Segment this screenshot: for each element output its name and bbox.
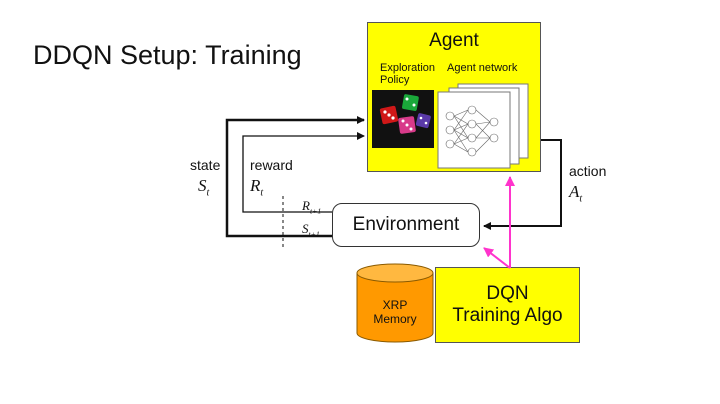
next-reward-letter: R [302,198,310,213]
agent-network-label: Agent network [447,62,518,74]
reward-label: reward [250,157,293,173]
state-arrow [225,116,365,238]
agent-network-image [437,83,529,169]
action-symbol-subscript: t [579,193,583,205]
memory-cylinder [356,263,434,343]
agent-label: Agent [429,30,479,51]
environment-box [332,203,480,247]
dice-image [372,90,434,148]
environment-label: Environment [352,214,460,235]
memory-label: XRP Memory [357,298,433,326]
action-arrow [483,139,562,230]
next-state-letter: S [302,221,309,236]
dqn-label-line2: Training Algo [452,305,563,326]
next-state-symbol: St+1 [302,221,320,239]
action-label: action [569,163,607,179]
die-purple [415,113,431,129]
exploration-policy-label: Exploration Policy [380,62,436,86]
reward-arrow [242,132,365,213]
memory-label-line1: XRP [382,298,408,312]
reward-symbol-letter: R [250,176,261,195]
next-reward-subscript: t+1 [309,206,322,216]
next-reward-symbol: Rt+1 [302,198,321,216]
state-symbol: St [198,176,209,198]
die-pink [398,116,416,134]
dqn-training-box [435,267,580,343]
die-red [379,105,399,125]
memory-label-line2: Memory [373,312,417,326]
state-symbol-subscript: t [206,187,210,199]
next-state-subscript: t+1 [308,229,320,239]
reward-symbol-subscript: t [260,187,264,199]
dqn-training-label: DQN Training Algo [435,283,580,327]
training-to-environment-arrow [483,247,511,269]
action-symbol: At [569,182,582,204]
page-title: DDQN Setup: Training [33,40,302,70]
state-symbol-letter: S [198,176,207,195]
state-label: state [190,157,221,173]
action-symbol-letter: A [569,182,580,201]
dqn-label-line1: DQN [486,283,529,304]
reward-symbol: Rt [250,176,263,198]
die-green [402,94,419,111]
